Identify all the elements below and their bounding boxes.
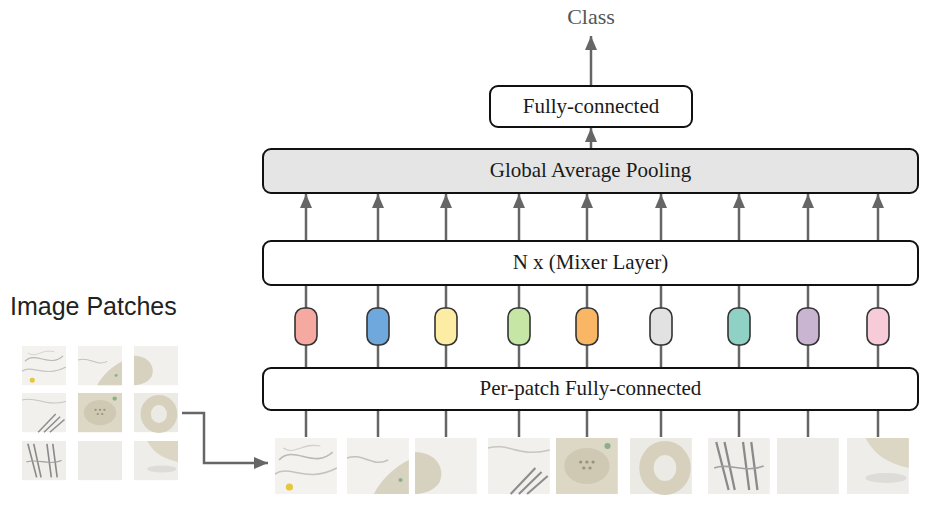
layer-box: Fully-connected [489,85,693,128]
token-pill [295,308,889,345]
layer-label: N x (Mixer Layer) [513,251,669,274]
section-label: Image Patches [10,293,177,321]
layer-box: N x (Mixer Layer) [262,240,919,286]
connector-arrow [445,194,448,240]
connector-arrow [807,194,810,240]
connector-arrow [738,194,741,240]
layer-label: Per-patch Fully-connected [480,377,702,400]
patch-link [306,411,878,437]
connector-arrow [586,194,589,240]
connector-arrow [518,194,521,240]
layer-box: Global Average Pooling [262,148,919,194]
layer-box: Per-patch Fully-connected [262,367,919,411]
connector-arrow [590,128,593,148]
connector-arrow [660,194,663,240]
layer-label: Fully-connected [523,95,659,118]
patch-sequence [275,438,909,494]
flatten-arrow [182,413,268,463]
output-label: Class [567,5,615,29]
patch-grid [22,346,178,480]
layer-label: Global Average Pooling [490,159,691,182]
connector-arrow [877,194,880,240]
connector-arrow [305,194,308,240]
connector-arrow [377,194,380,240]
output-arrow [590,36,593,85]
